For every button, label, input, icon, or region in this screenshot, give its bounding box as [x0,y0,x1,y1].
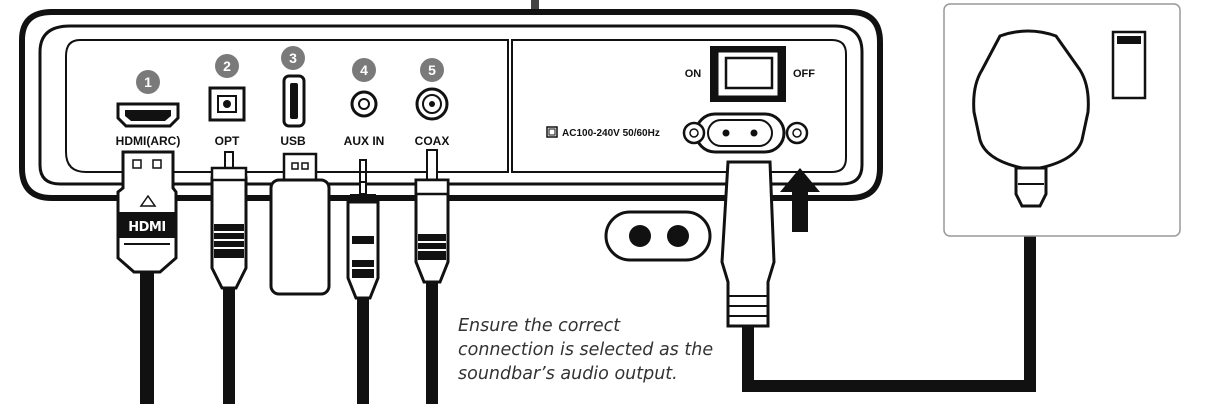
port-badge [420,58,444,82]
port-badge [352,58,376,82]
optical-port-icon [208,86,246,122]
figure8-plug-face-icon [604,210,712,262]
port-number: 2 [223,58,231,74]
port-label: AUX IN [344,134,385,148]
rating-text: AC100-240V 50/60Hz [562,128,660,139]
port-label: COAX [415,134,450,148]
hdmi-logo: HDMI [128,220,165,235]
hdmi-port-icon [116,102,180,128]
usb-port-icon [282,74,306,128]
usb-stick [269,152,331,296]
title-fragment [531,0,539,12]
caption-line-3: soundbar’s audio output. [458,364,678,384]
port-label: HDMI(ARC) [116,134,181,148]
port-number: 3 [289,50,297,66]
hdmi-cable: HDMI [116,150,178,404]
caption-line-1: Ensure the correct [458,316,621,336]
port-number: 5 [428,62,436,78]
port-label: OPT [215,134,240,148]
switch-on-label: ON [685,68,702,80]
caption-line-2: connection is selected as the [458,340,714,360]
optical-cable [210,151,248,404]
port-number: 1 [144,74,152,90]
port-badge [281,46,305,70]
coax-port-icon [415,87,449,121]
arrow-up-icon [780,168,820,232]
port-number: 4 [360,62,368,78]
socket-switch-icon [1111,30,1147,100]
port-optical: 2 OPT [208,54,246,148]
uk-plug-icon [972,29,1090,208]
wall-socket [943,3,1181,237]
port-usb: 3 USB [280,46,306,148]
port-aux-in: 4 AUX IN [344,58,385,148]
port-coax: 5 COAX [415,58,450,148]
power-rating: AC100-240V 50/60Hz [546,126,660,139]
port-hdmi-arc: 1 HDMI(ARC) [116,70,181,148]
port-badge [136,70,160,94]
power-cable [720,160,1036,392]
aux-cable [346,159,380,404]
power-switch: ON OFF [685,46,815,102]
ac-inlet [682,112,809,154]
aux-port-icon [350,90,378,118]
port-badge [215,54,239,78]
switch-off-label: OFF [793,68,815,80]
port-label: USB [280,134,306,148]
coax-cable [414,149,450,404]
instruction-caption: Ensure the correct connection is selecte… [458,314,758,386]
